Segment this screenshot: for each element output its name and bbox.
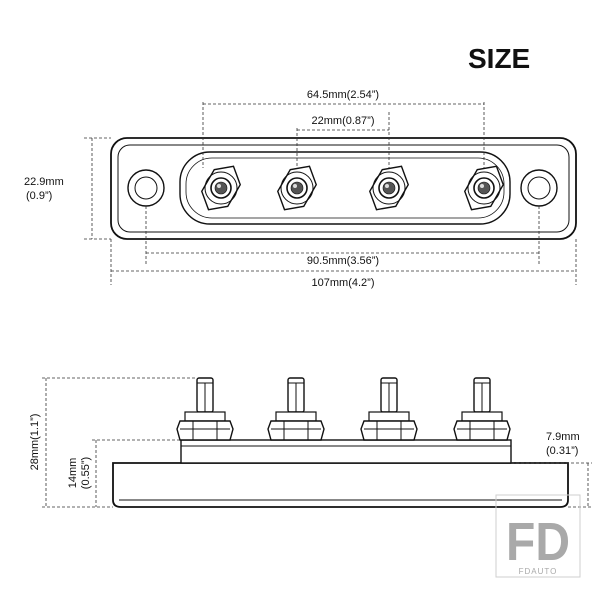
stud-side-3 <box>360 377 418 441</box>
page-title: SIZE <box>468 43 530 74</box>
dim-total-height: 28mm(1.1”) <box>29 377 197 508</box>
dim-length: 107mm(4.2”) <box>110 239 577 289</box>
side-view: 28mm(1.1”) 14mm (0.55”) 7.9mm (0.31”) <box>29 377 592 508</box>
dim-stud-pitch-label: 22mm(0.87”) <box>312 115 375 127</box>
stud-top-1 <box>200 165 242 211</box>
dim-base-height: 14mm (0.55”) <box>67 439 181 507</box>
busbar-top-inner-edge <box>117 144 570 233</box>
mounting-hole-right <box>520 169 558 207</box>
dim-base-in-label: (0.55”) <box>80 457 92 489</box>
stud-side-4 <box>453 377 511 441</box>
stud-top-3 <box>368 165 410 211</box>
copper-strip-side <box>180 439 512 464</box>
dim-thickness-mm-label: 7.9mm <box>546 431 580 443</box>
dim-terminal-span-label: 64.5mm(2.54”) <box>307 89 379 101</box>
brand-name: FDAUTO <box>519 567 558 576</box>
stud-top-2 <box>276 165 318 211</box>
dim-stud-pitch: 22mm(0.87”) <box>296 112 390 168</box>
dim-base-mm-label: 14mm <box>67 458 79 489</box>
dim-length-label: 107mm(4.2”) <box>312 277 375 289</box>
brand-watermark: FD FDAUTO <box>495 494 581 578</box>
mounting-hole-left <box>127 169 165 207</box>
top-view: 64.5mm(2.54”) 22mm(0.87”) 22.9mm (0.9”) … <box>24 89 577 289</box>
copper-strip <box>179 151 511 225</box>
dim-terminal-span: 64.5mm(2.54”) <box>202 89 485 168</box>
stud-side-1 <box>176 377 234 441</box>
dim-total-height-label: 28mm(1.1”) <box>29 414 41 471</box>
busbar-side-base <box>112 462 569 508</box>
dim-thickness-in-label: (0.31”) <box>546 445 578 457</box>
dim-hole-span-label: 90.5mm(3.56”) <box>307 255 379 267</box>
dim-height-in-label: (0.9”) <box>26 190 52 202</box>
stud-top-4 <box>463 165 505 211</box>
stud-side-2 <box>267 377 325 441</box>
brand-logo: FD <box>506 512 570 572</box>
copper-strip-inner <box>185 157 505 219</box>
dim-height-mm-label: 22.9mm <box>24 176 64 188</box>
dim-hole-span: 90.5mm(3.56”) <box>145 206 540 267</box>
dim-height: 22.9mm (0.9”) <box>24 137 111 240</box>
busbar-top-outline <box>110 137 577 240</box>
